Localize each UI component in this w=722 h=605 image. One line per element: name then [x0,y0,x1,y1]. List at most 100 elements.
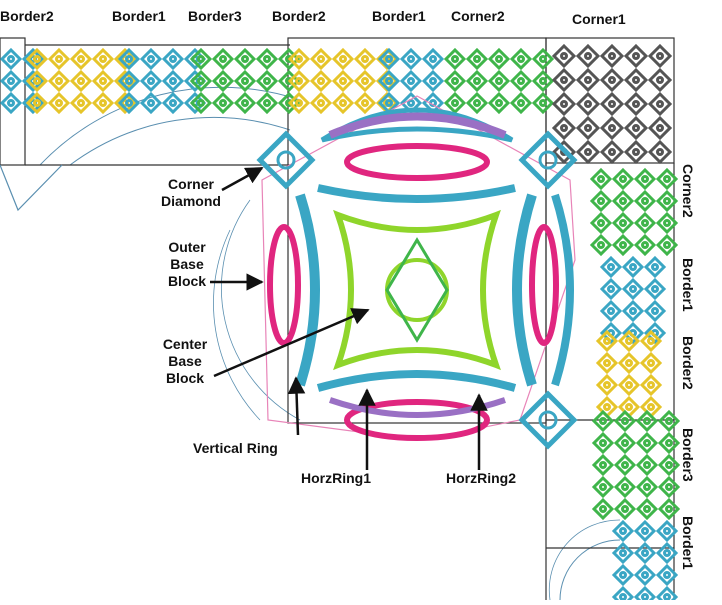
border1-strip-right-b-cell [636,566,654,584]
border2-strip-a-dot [79,57,84,62]
corner1-block-dot [634,102,639,107]
border1-strip-b-dot [409,57,414,62]
corner2-strip-right-cell [592,170,610,188]
border3-strip-dot [221,101,226,106]
border3-strip-right-dot [667,441,672,446]
border-strip-left-edge-cell [2,72,20,90]
callout-corner-diamond-line2: Diamond [148,193,234,210]
border2-strip-right-dot [605,339,610,344]
border2-strip-a-cell [94,50,112,68]
border3-strip-right-cell [594,456,612,474]
border1-strip-right-a-cell [646,302,664,320]
border2-strip-a-dot [101,57,106,62]
corner2-strip-right-cell [592,236,610,254]
corner-diamond-center-2 [540,152,556,168]
border-strip-left-edge-dot [9,101,14,106]
border1-strip-right-b-dot [665,573,670,578]
border3-strip-right-cell [660,456,678,474]
corner1-block-dot [658,102,663,107]
border3-strip-dot [265,57,270,62]
corner1-block-cell [650,70,670,90]
callout-horz-ring1: HorzRing1 [301,470,371,487]
border2-strip-b-dot [363,101,368,106]
corner1-block-dot [562,126,567,131]
border1-strip-a-cell [142,94,160,112]
border1-strip-a-cell [142,72,160,90]
border1-strip-right-a-cell [602,258,620,276]
corner2-strip-cell [512,72,530,90]
corner2-strip-cell [446,94,464,112]
border1-strip-b-cell [424,50,442,68]
border3-strip-right-dot [601,441,606,446]
corner2-strip-right-cell [614,192,632,210]
corner2-strip-cell [490,72,508,90]
border1-strip-a-dot [171,101,176,106]
border3-strip-right-cell [594,478,612,496]
border2-strip-right-cell [620,354,638,372]
border3-strip-dot [221,79,226,84]
corner2-strip-cell [446,50,464,68]
corner1-block-cell [626,142,646,162]
border2-strip-a-cell [94,94,112,112]
corner2-strip-dot [541,79,546,84]
block-outlines [0,38,674,600]
border1-strip-right-a-dot [609,265,614,270]
border3-strip-cell [214,50,232,68]
corner2-strip-right-dot [599,243,604,248]
border2-strip-b-cell [312,72,330,90]
border3-strip-cell [192,50,210,68]
border3-strip-right-cell [660,412,678,430]
border1-strip-right-b-dot [643,551,648,556]
border3-strip-right-dot [667,419,672,424]
top-label-border2-a: Border2 [0,8,54,25]
left-diamond-outline [0,165,62,210]
border2-strip-right-dot [627,339,632,344]
right-label-border2: Border2 [679,336,696,390]
corner1-block-dot [610,78,615,83]
border-strip-left-edge-dot [9,57,14,62]
callout-corner-diamond: Corner Diamond [148,176,234,210]
top-label-border1-b: Border1 [372,8,426,25]
corner2-strip-right-dot [665,177,670,182]
corner2-strip-right-cell [658,236,676,254]
border2-strip-b-dot [319,101,324,106]
border3-strip-right-dot [623,507,628,512]
corner1-block-dot [586,150,591,155]
vertical-ring-left [300,195,315,385]
border1-strip-right-b-dot [621,551,626,556]
corner2-strip-cell [468,50,486,68]
corner2-strip-dot [519,79,524,84]
corner1-block-cell [626,70,646,90]
corner2-strip-right-cell [636,170,654,188]
border2-strip-right-dot [627,383,632,388]
border3-strip-cell [192,94,210,112]
corner1-block-dot [634,126,639,131]
border1-strip-b-cell [402,72,420,90]
right-label-border3: Border3 [679,428,696,482]
border1-strip-right-b-dot [621,573,626,578]
border2-strip-a-cell [72,50,90,68]
corner1-block-cell [602,46,622,66]
callout-outer-base-block: Outer Base Block [154,239,220,290]
corner1-block-cell [650,46,670,66]
border2-strip-b-dot [341,101,346,106]
border2-strip-b-cell [312,50,330,68]
top-label-border3: Border3 [188,8,242,25]
horz-ring-bottom-upper [318,374,515,388]
border1-strip-right-b-cell [614,544,632,562]
corner1-block-cell [578,94,598,114]
corner1-block-dot [586,54,591,59]
border2-strip-right-cell [598,354,616,372]
border3-strip-cell [258,72,276,90]
right-label-border1-b: Border1 [679,516,696,570]
border3-strip-dot [243,57,248,62]
corner2-strip-right-dot [621,221,626,226]
corner2-strip-right-cell [614,236,632,254]
border1-strip-right-b-cell [614,522,632,540]
border3-strip-dot [221,57,226,62]
border2-strip-right-dot [649,405,654,410]
corner1-block-cell [602,94,622,114]
border1-strip-right-a-cell [646,280,664,298]
border2-strip-b-dot [319,79,324,84]
border2-strip-a-dot [57,101,62,106]
